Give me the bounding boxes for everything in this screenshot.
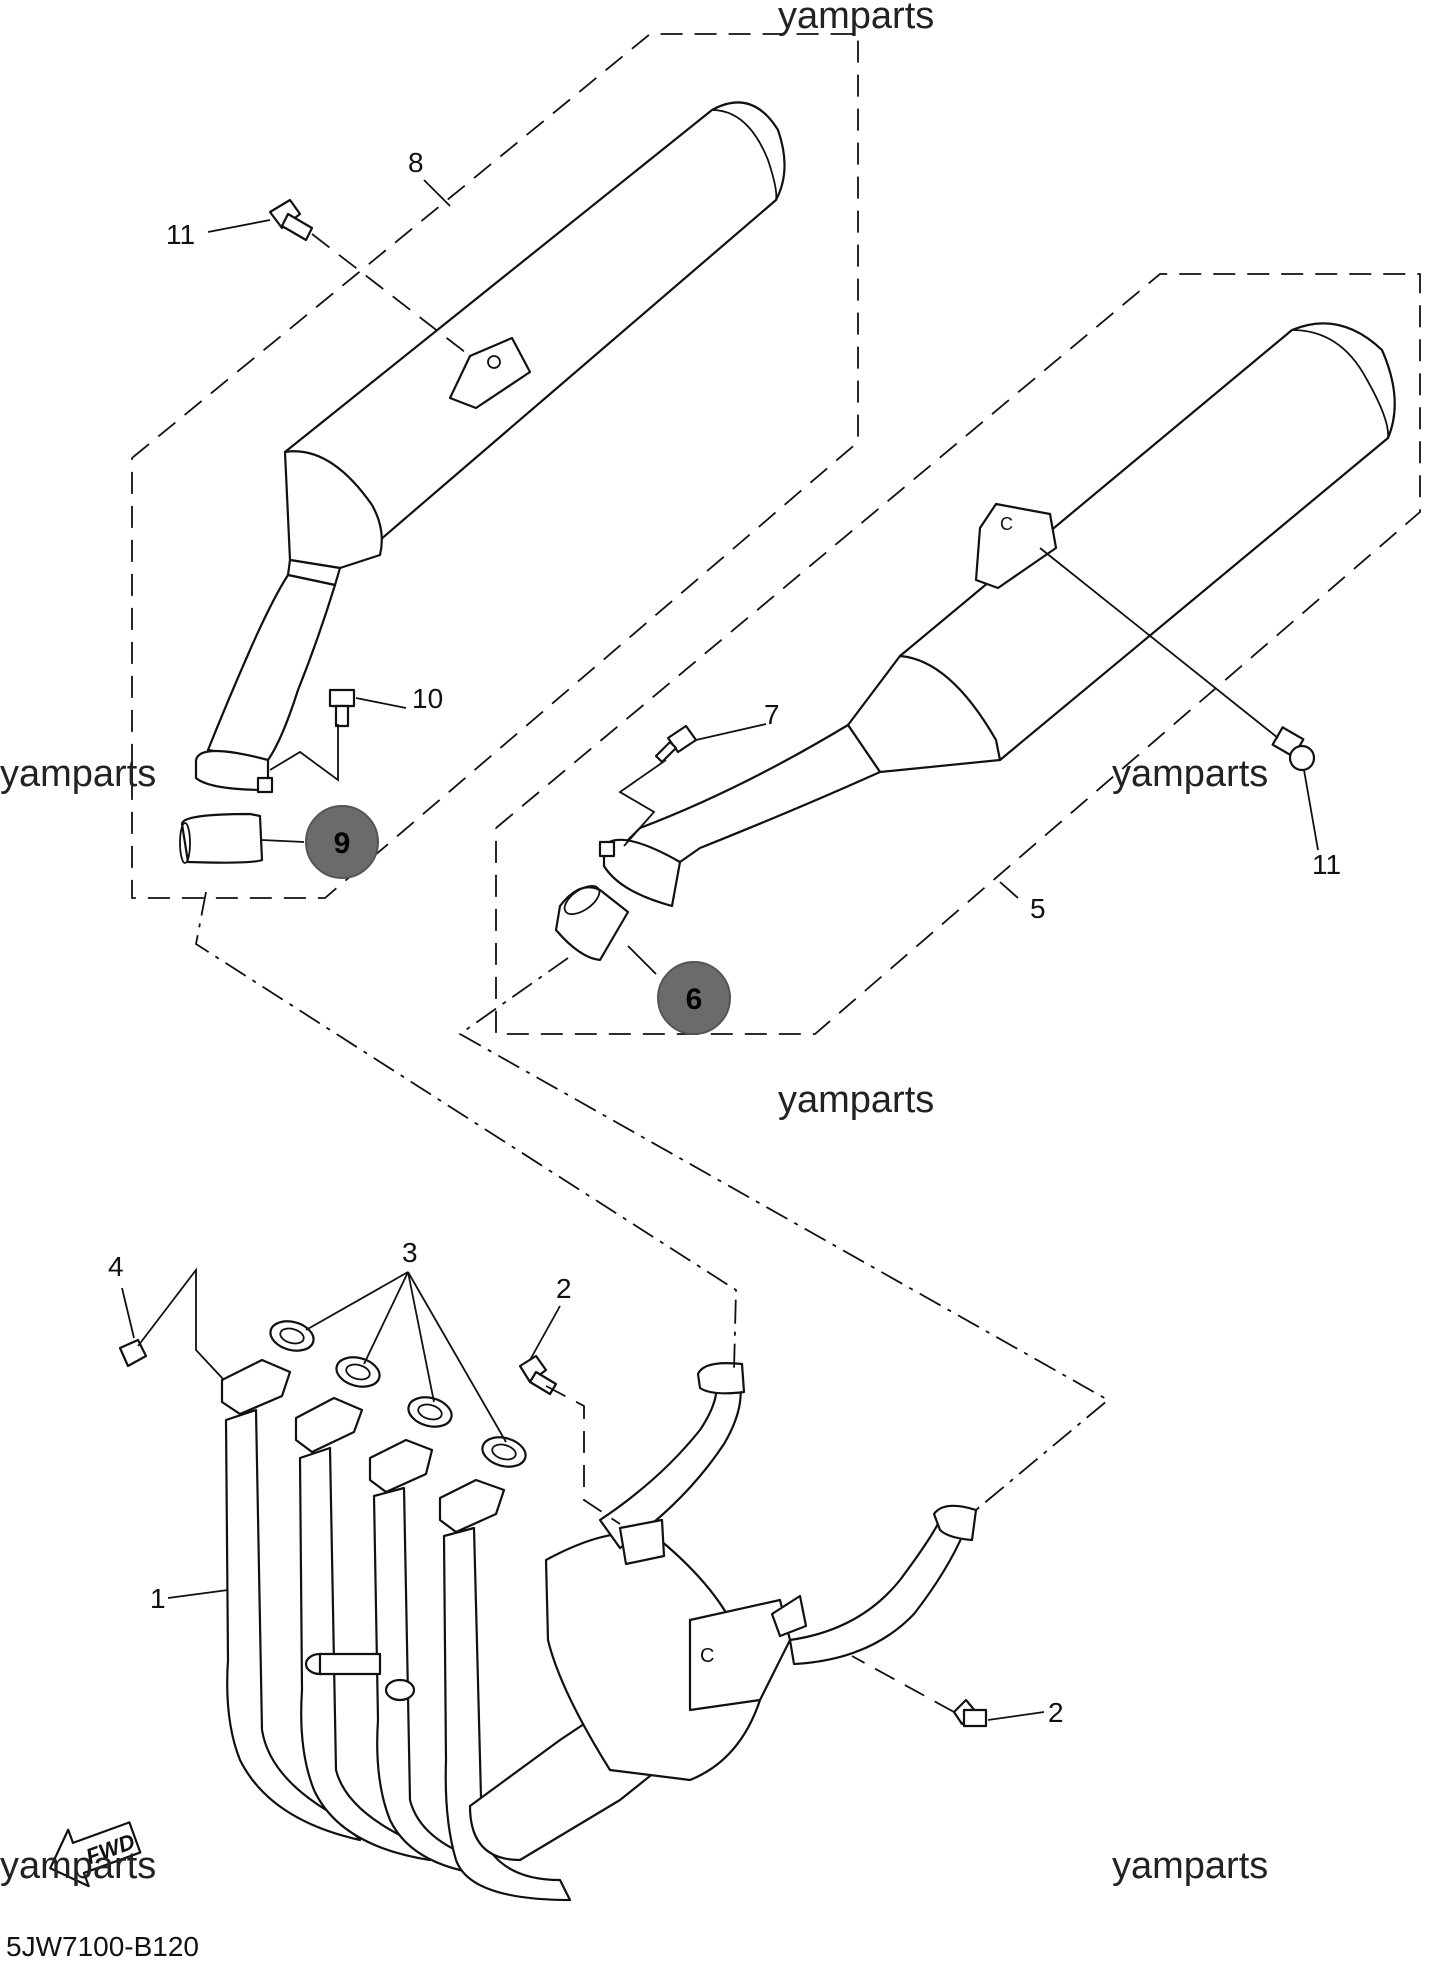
- muffler-left-group-boundary: [131, 33, 859, 899]
- watermark-middle: yamparts: [778, 1079, 934, 1121]
- bolt-2-lower[interactable]: [952, 1698, 988, 1728]
- badge-9-label: 9: [334, 827, 351, 860]
- callout-1: 1: [150, 1583, 166, 1614]
- exhaust-header-pipe[interactable]: C: [220, 1358, 978, 1902]
- callout-7: 7: [764, 699, 780, 730]
- callout-10: 10: [412, 683, 443, 714]
- watermark-left: yamparts: [0, 753, 156, 795]
- callout-11-left: 11: [166, 219, 195, 250]
- svg-text:C: C: [700, 1645, 714, 1667]
- exhaust-gaskets-3[interactable]: [267, 1317, 529, 1471]
- callout-5: 5: [1030, 893, 1046, 924]
- watermark-bottom-left: yamparts: [0, 1845, 156, 1887]
- callout-leaders: [121, 179, 1319, 1721]
- gasket-6[interactable]: [554, 880, 630, 962]
- watermark-right: yamparts: [1112, 753, 1268, 795]
- callout-labels: 8 11 10 7 11 5 4 3 2 1 2: [108, 147, 1341, 1728]
- callout-8: 8: [408, 147, 424, 178]
- watermark-top: yamparts: [778, 0, 934, 37]
- watermarks: yamparts yamparts yamparts yamparts yamp…: [0, 0, 1268, 1887]
- bolt-11-left[interactable]: [268, 198, 314, 242]
- muffler-left[interactable]: [194, 101, 786, 794]
- badge-6-label: 6: [686, 983, 703, 1016]
- muffler-right-group-boundary: [495, 273, 1421, 1035]
- forward-arrow-icon: FWD: [49, 1821, 142, 1888]
- callout-2-upper: 2: [556, 1273, 572, 1304]
- bolt-7[interactable]: [654, 724, 698, 764]
- watermark-bottom-right: yamparts: [1112, 1845, 1268, 1887]
- bolt-11-right[interactable]: [1271, 726, 1316, 772]
- callout-3: 3: [402, 1237, 418, 1268]
- callout-2-lower: 2: [1048, 1697, 1064, 1728]
- diagram-code: 5JW7100-B120: [6, 1931, 199, 1962]
- bolt-10[interactable]: [328, 688, 356, 728]
- callout-11-right: 11: [1312, 849, 1341, 880]
- assembly-connection-lines: [137, 233, 1279, 1713]
- gasket-9[interactable]: [179, 812, 264, 864]
- svg-text:C: C: [1000, 514, 1013, 534]
- muffler-right[interactable]: C: [598, 322, 1396, 908]
- badge-6[interactable]: 6: [657, 961, 731, 1035]
- callout-4: 4: [108, 1251, 124, 1282]
- badge-9[interactable]: 9: [305, 805, 379, 879]
- nut-4[interactable]: [118, 1338, 148, 1368]
